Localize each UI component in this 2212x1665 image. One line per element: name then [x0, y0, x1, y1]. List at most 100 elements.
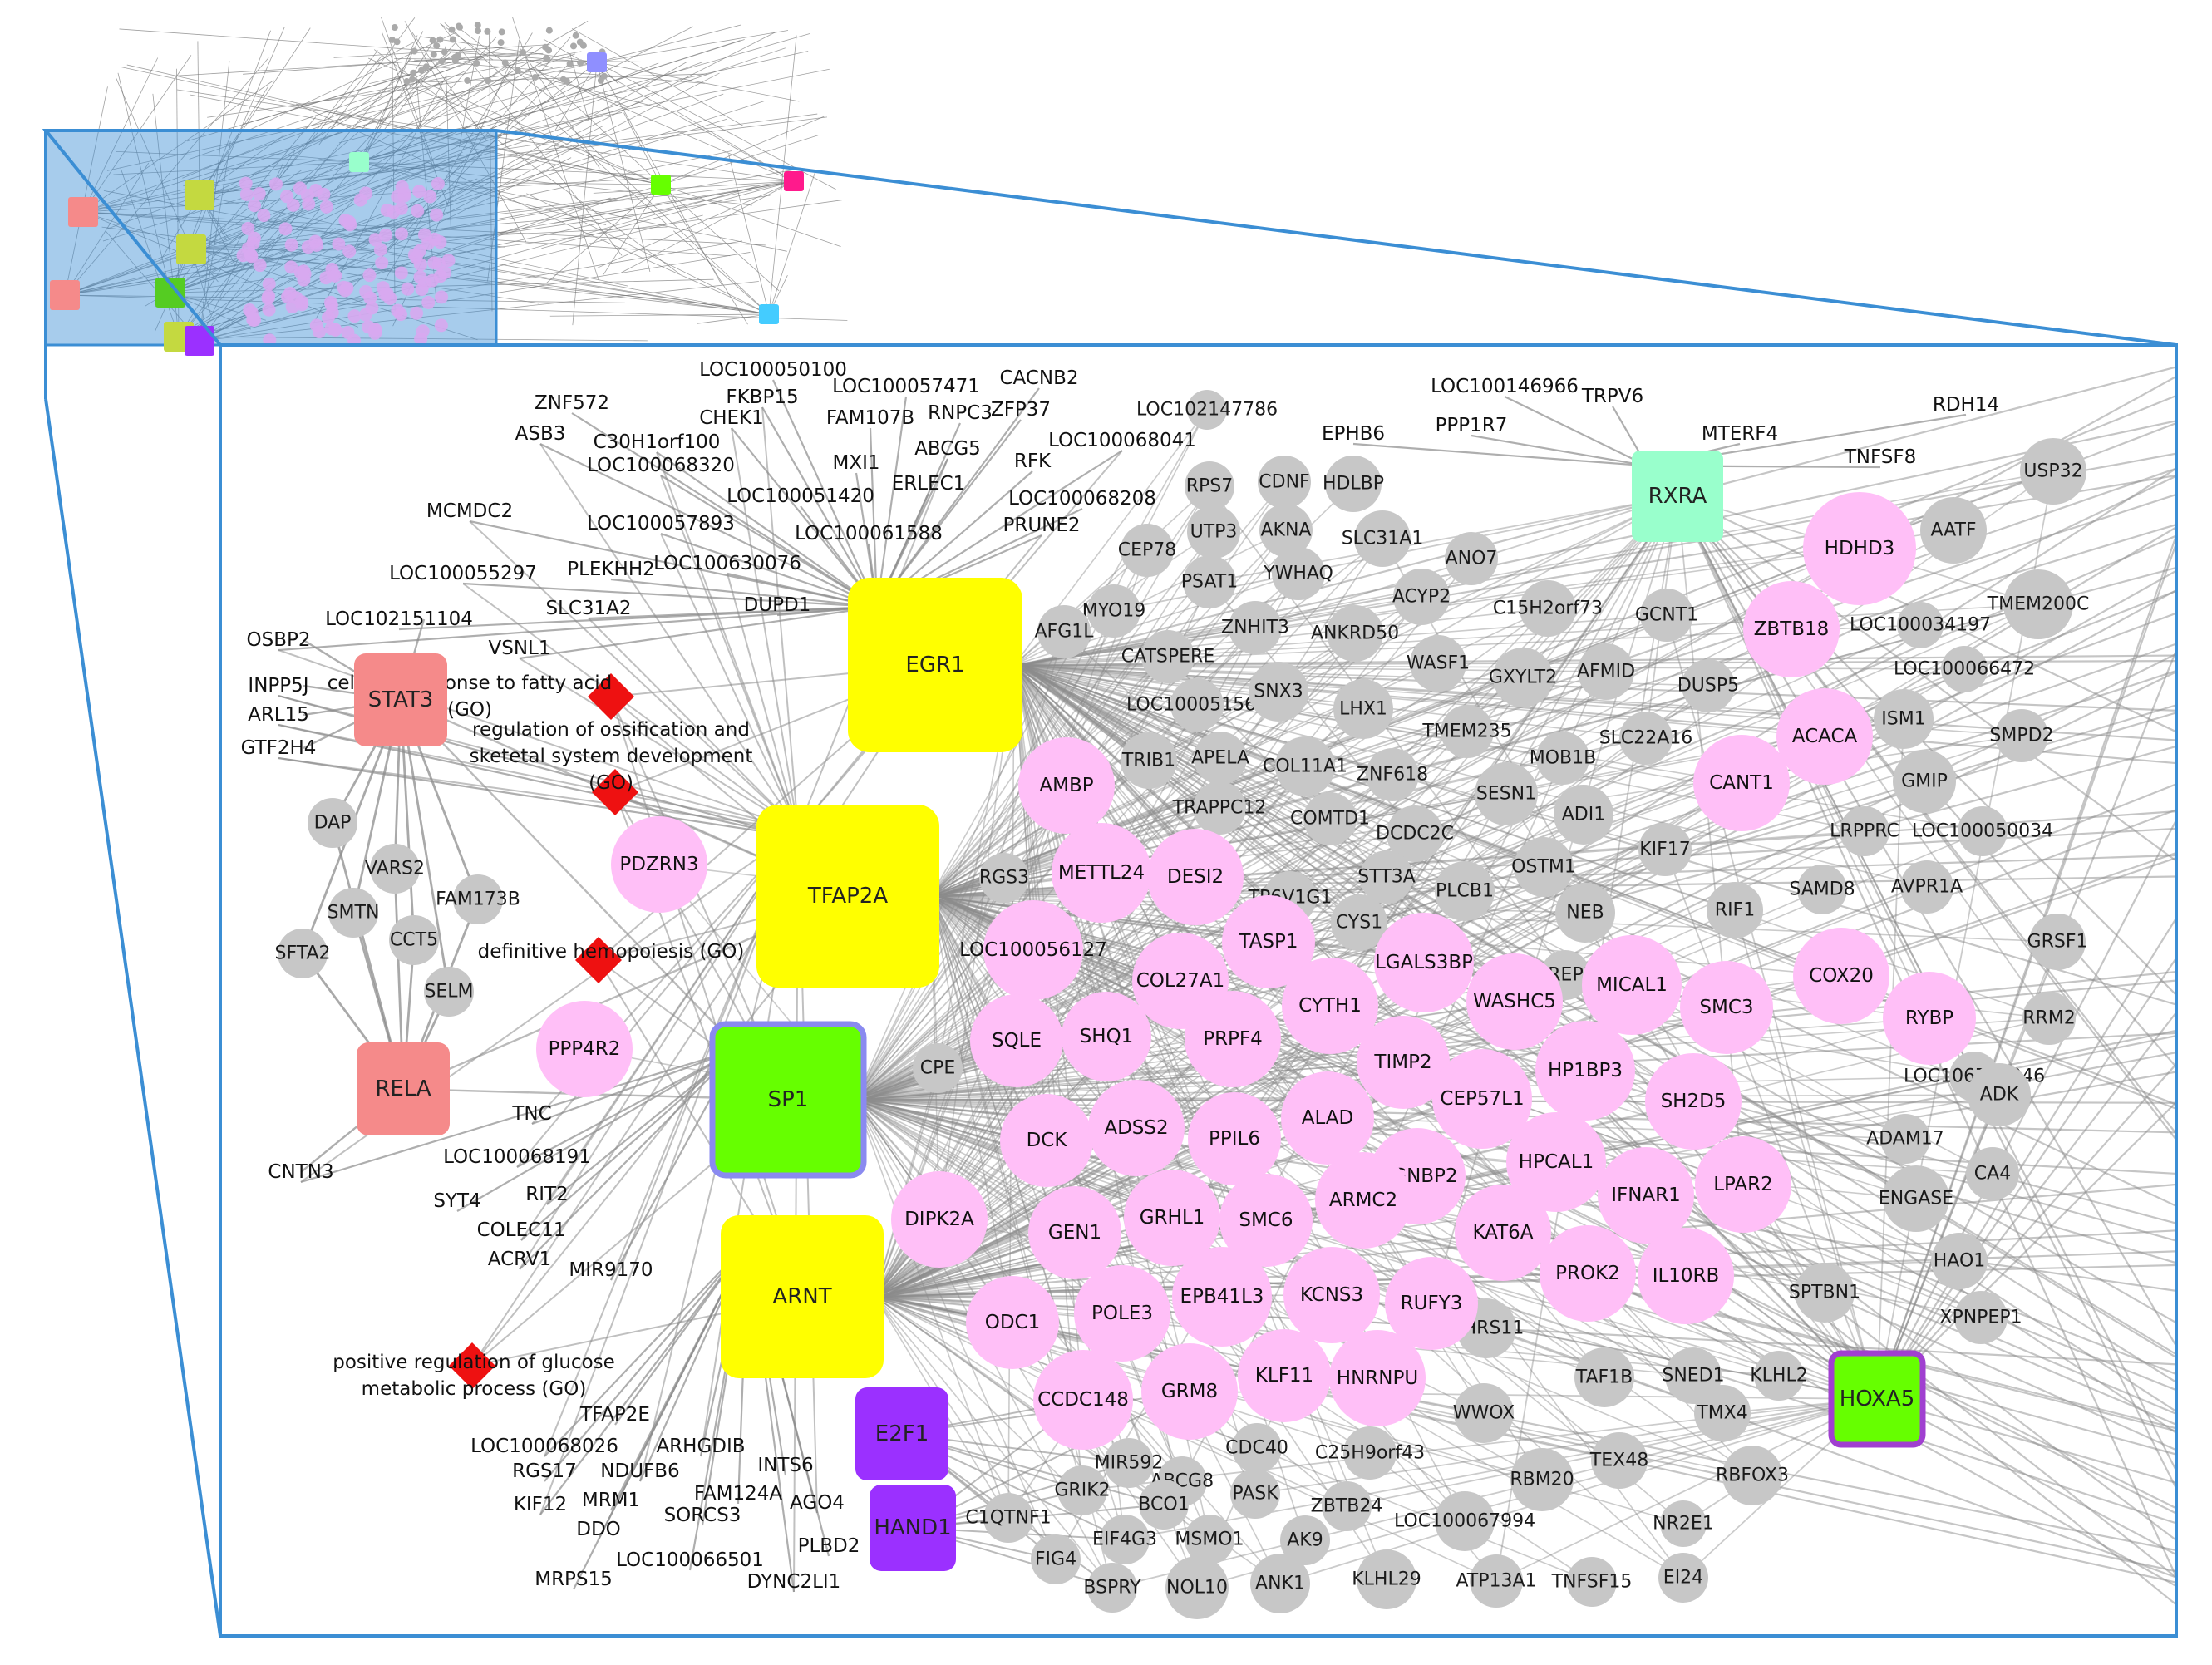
gene-label-pole3: POLE3 [1091, 1303, 1153, 1324]
gene-node-mical1 [1582, 935, 1682, 1035]
overview-edge [199, 141, 231, 342]
overview-node [338, 213, 352, 227]
gene-label-loc100051420: LOC100051420 [727, 485, 874, 507]
gene-label-wwox: WWOX [1453, 1403, 1515, 1424]
gene-node-odc1 [966, 1276, 1059, 1369]
gene-node-tmem200c [2003, 569, 2073, 639]
gene-label-akna: AKNA [1261, 520, 1312, 541]
overview-edge [199, 281, 759, 342]
gene-label-prok2: PROK2 [1555, 1263, 1620, 1284]
overview-edge [82, 175, 271, 213]
go-term-diamond [575, 937, 622, 983]
gene-label-ankrd50: ANKRD50 [1311, 623, 1399, 644]
overview-node [430, 208, 444, 222]
gene-node-smc3 [1680, 961, 1773, 1054]
overview-node [378, 228, 392, 242]
gene-node-klhl29 [1357, 1549, 1416, 1609]
gene-label-c25h9orf43: C25H9orf43 [1315, 1443, 1425, 1464]
gene-node-c15h2orf73 [1520, 580, 1576, 637]
gene-label-lhx1: LHX1 [1339, 699, 1387, 720]
overview-node [312, 325, 326, 339]
gene-label-sptbn1: SPTBN1 [1789, 1283, 1860, 1303]
gene-label-cacnb2: CACNB2 [999, 367, 1078, 389]
overview-node [353, 193, 367, 207]
gene-node-klf11 [1238, 1329, 1331, 1422]
overview-edge [306, 37, 497, 254]
gene-label-bspry: BSPRY [1083, 1578, 1141, 1598]
edge [660, 475, 878, 608]
overview-edge [541, 180, 795, 249]
overview-node [421, 295, 436, 309]
overview-hub [68, 197, 98, 227]
edge [912, 1391, 1190, 1529]
gene-node-zbtb24 [1322, 1481, 1372, 1531]
overview-edge [296, 103, 770, 315]
gene-node-cep78 [1121, 524, 1174, 577]
edge [855, 538, 1383, 1101]
edge [1013, 664, 1181, 982]
overview-edge [338, 81, 573, 144]
go-term-diamond [449, 1342, 495, 1389]
overview-edge [549, 313, 770, 317]
overview-edge [106, 62, 598, 171]
overview-edge [178, 58, 411, 337]
gene-label-hpcal1: HPCAL1 [1519, 1151, 1594, 1173]
hub-node-rxra [1632, 451, 1723, 542]
gene-label-rif1: RIF1 [1715, 900, 1755, 921]
gene-label-fam173b: FAM173B [436, 889, 520, 910]
overview-node [319, 200, 333, 214]
edge [855, 1099, 1009, 1519]
gene-label-pask: PASK [1232, 1484, 1278, 1505]
edge [516, 829, 799, 1168]
gene-node-col11a1 [1275, 736, 1335, 796]
overview-node [365, 301, 379, 315]
gene-label-cox20: COX20 [1809, 965, 1874, 987]
edge [930, 895, 1183, 1482]
overview-edge [64, 168, 803, 296]
gene-node-slc31a1 [1354, 510, 1411, 567]
overview-edge [64, 62, 703, 296]
overview-edge [535, 67, 662, 185]
gene-node-loc102147786 [1187, 390, 1227, 430]
go-term-label: definitive hemopoiesis (GO) [478, 941, 745, 963]
overview-edge [520, 48, 600, 169]
hub-label-hand1: HAND1 [874, 1515, 951, 1540]
overview-node [559, 76, 567, 83]
overview-node [239, 176, 253, 190]
gene-label-gtf2h4: GTF2H4 [241, 737, 317, 759]
edge [874, 1296, 1113, 1589]
overview-edge [597, 180, 795, 268]
gene-label-tnc: TNC [511, 1103, 551, 1125]
overview-edge [660, 184, 841, 248]
overview-node [579, 42, 587, 49]
overview-node [395, 180, 409, 194]
gene-label-klhl29: KLHL29 [1352, 1569, 1421, 1590]
gene-label-loc100056127: LOC100056127 [959, 939, 1107, 961]
overview-node [431, 177, 445, 191]
edge [875, 396, 908, 608]
edge [930, 671, 1607, 897]
gene-node-lrpprc [1840, 806, 1889, 856]
gene-label-ano7: ANO7 [1446, 549, 1498, 569]
gene-node-armc2 [1315, 1152, 1411, 1249]
gene-label-adam17: ADAM17 [1866, 1129, 1944, 1150]
overview-node [545, 47, 553, 54]
overview-node [501, 59, 509, 67]
edge [863, 1098, 2175, 1524]
gene-label-desi2: DESI2 [1167, 866, 1224, 888]
overview-node [302, 197, 316, 211]
edge [938, 875, 2175, 898]
gene-label-trappc12: TRAPPC12 [1172, 798, 1267, 819]
gene-label-loc100051562: LOC100051562 [1126, 695, 1268, 716]
gene-label-grsf1: GRSF1 [2027, 932, 2088, 953]
gene-label-gcnt1: GCNT1 [1635, 605, 1698, 626]
edge [883, 527, 2175, 1298]
gene-label-vars2: VARS2 [365, 859, 425, 879]
gene-node-hdhd3 [1803, 492, 1916, 605]
overview-node [531, 73, 539, 81]
edge [938, 422, 2175, 898]
gene-label-shq1: SHQ1 [1080, 1026, 1134, 1047]
gene-label-catspere: CATSPERE [1121, 647, 1214, 667]
gene-label-loc100068026: LOC100068026 [470, 1436, 618, 1457]
overview-node [261, 291, 275, 305]
